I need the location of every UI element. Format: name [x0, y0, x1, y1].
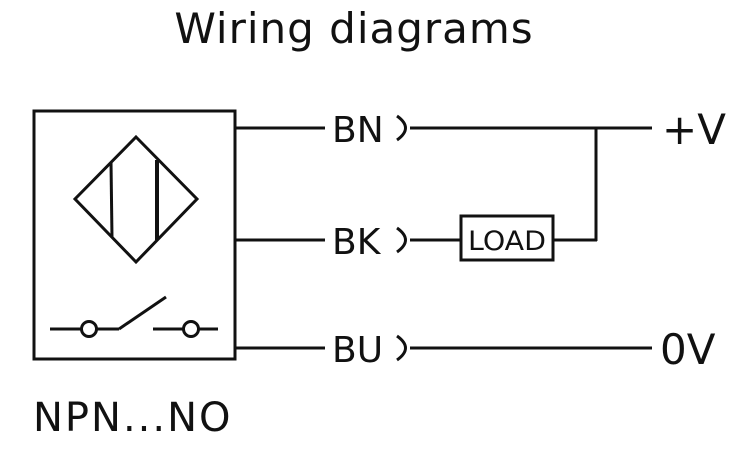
wire-label-bn: BN	[332, 110, 384, 151]
connector-arc-icon	[396, 334, 407, 362]
load-label: LOAD	[468, 226, 546, 257]
load-box	[459, 214, 555, 262]
sensor-body	[32, 109, 237, 361]
wire-label-bk: BK	[332, 222, 382, 263]
terminal-plus-v: +V	[662, 105, 726, 154]
connector-arc-icon	[396, 226, 407, 254]
wire-label-bu: BU	[332, 330, 383, 371]
terminal-zero-v: 0V	[660, 325, 716, 374]
normally-open-switch-icon	[50, 295, 218, 338]
diagram-title: Wiring diagrams	[174, 4, 534, 53]
connector-arc-icon	[396, 114, 407, 142]
output-mode-label: NPN...NO	[33, 395, 233, 441]
inductive-sensor-diamond-icon	[72, 134, 200, 265]
